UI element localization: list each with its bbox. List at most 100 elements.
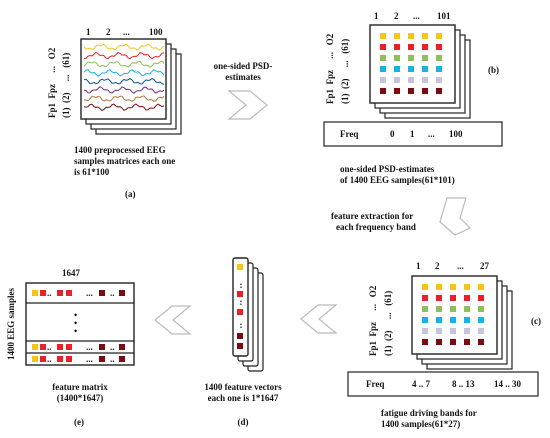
panel-a-col-ellipsis: ... <box>123 27 130 37</box>
matrix-cell <box>40 356 46 362</box>
psd-cell <box>408 44 414 50</box>
panel-a-row-labels: Fp1 Fpz ... O2 <box>47 47 57 118</box>
matrix-cell <box>40 290 46 296</box>
panel-b-stack <box>369 24 471 119</box>
band-cell <box>478 328 484 334</box>
arrow-d-to-e <box>154 305 192 335</box>
panel-e-vertical-dots: ••• <box>74 310 78 336</box>
vector-cell <box>237 343 243 349</box>
eeg-trace <box>83 103 165 112</box>
psd-cell <box>380 88 386 94</box>
panel-a-caption-3: is 61*100 <box>74 167 110 177</box>
panel-b-row-index-labels: (1) (2) ... (61) <box>340 38 350 104</box>
panel-e-row-3-ellipsis: ... <box>86 354 93 364</box>
arrow-bc-label-1: feature extraction for <box>331 211 414 221</box>
panel-e-row-3-dots-2: .. <box>110 354 115 364</box>
panel-c-letter: (c) <box>531 316 541 326</box>
panel-d-caption-1: 1400 feature vectors <box>204 382 282 392</box>
psd-cell <box>380 77 386 83</box>
matrix-cell <box>99 356 105 362</box>
panel-e-matrix <box>25 282 135 366</box>
matrix-cell <box>40 344 46 350</box>
psd-cell <box>422 44 428 50</box>
band-cell <box>464 317 470 323</box>
panel-e-row-2-ellipsis: ... <box>86 342 93 352</box>
panel-b-freq-1: 1 <box>410 129 415 139</box>
psd-cell <box>436 33 442 39</box>
psd-cell <box>436 44 442 50</box>
eeg-trace <box>83 95 165 103</box>
feature-matrix-rows <box>32 290 125 362</box>
vector-cell <box>237 309 243 315</box>
band-cell <box>478 306 484 312</box>
panel-b-col-2: 2 <box>394 11 399 21</box>
matrix-cell <box>32 344 38 350</box>
band-cell <box>422 295 428 301</box>
panel-d-dots-3: : <box>239 320 243 330</box>
band-cell <box>450 306 456 312</box>
band-cell <box>450 317 456 323</box>
psd-cell <box>394 44 400 50</box>
matrix-cell <box>99 344 105 350</box>
psd-cell <box>394 88 400 94</box>
vector-cell <box>237 333 243 339</box>
eeg-trace <box>83 69 165 77</box>
panel-a-col-2: 2 <box>106 27 111 37</box>
psd-cell <box>422 66 428 72</box>
psd-cell <box>380 55 386 61</box>
panel-c-row-index-labels: (1) (2) ... (61) <box>383 290 393 356</box>
eeg-waveforms <box>83 43 165 112</box>
panel-c-col-1: 1 <box>416 261 421 271</box>
band-cell <box>450 284 456 290</box>
matrix-cell <box>119 344 125 350</box>
panel-a-caption-1: 1400 preprocessed EEG <box>74 145 166 155</box>
psd-grid-b <box>380 33 442 94</box>
panel-a-row-index-labels: (1) (2) ... (61) <box>61 52 71 118</box>
panel-e-row-2-dots: .. <box>47 342 52 352</box>
matrix-cell <box>66 290 72 296</box>
panel-b-caption-1: one-sided PSD-estimates <box>340 164 435 174</box>
arrow-bc-label-2: each frequency band <box>336 222 416 232</box>
band-cell <box>436 295 442 301</box>
band-cell <box>450 339 456 345</box>
matrix-cell <box>119 356 125 362</box>
psd-cell <box>394 33 400 39</box>
arrow-ab-label-1: one-sided PSD- <box>213 61 273 71</box>
panel-e-row-1-dots-2: .. <box>110 288 115 298</box>
vector-cell <box>237 264 243 270</box>
matrix-cell <box>32 356 38 362</box>
panel-c-freq-band-1: 4 .. 7 <box>412 379 430 389</box>
band-grid-c <box>422 284 484 345</box>
panel-d-caption-2: each one is 1*1647 <box>207 393 279 403</box>
panel-d-dots-1: : <box>239 280 243 290</box>
psd-cell <box>422 55 428 61</box>
panel-d-stack <box>232 257 264 372</box>
panel-a-col-1: 1 <box>86 27 91 37</box>
psd-cell <box>436 66 442 72</box>
psd-cell <box>408 55 414 61</box>
band-cell <box>450 295 456 301</box>
psd-cell <box>394 77 400 83</box>
band-cell <box>422 339 428 345</box>
band-cell <box>422 306 428 312</box>
band-cell <box>464 339 470 345</box>
band-cell <box>464 328 470 334</box>
panel-e-side-label: 1400 EEG samples <box>6 287 16 360</box>
panel-d-dots-2: : <box>239 297 243 307</box>
band-cell <box>464 295 470 301</box>
psd-cell <box>380 44 386 50</box>
matrix-cell <box>99 290 105 296</box>
eeg-trace <box>83 77 165 85</box>
matrix-cell <box>66 344 72 350</box>
psd-cell <box>394 55 400 61</box>
panel-b-col-ellipsis: ... <box>413 11 420 21</box>
panel-b-freq-box <box>323 121 503 147</box>
matrix-cell <box>57 290 63 296</box>
psd-cell <box>380 33 386 39</box>
panel-c-freq-band-2: 8 .. 13 <box>452 379 475 389</box>
matrix-cell <box>66 356 72 362</box>
psd-cell <box>408 33 414 39</box>
band-cell <box>478 284 484 290</box>
band-cell <box>436 328 442 334</box>
